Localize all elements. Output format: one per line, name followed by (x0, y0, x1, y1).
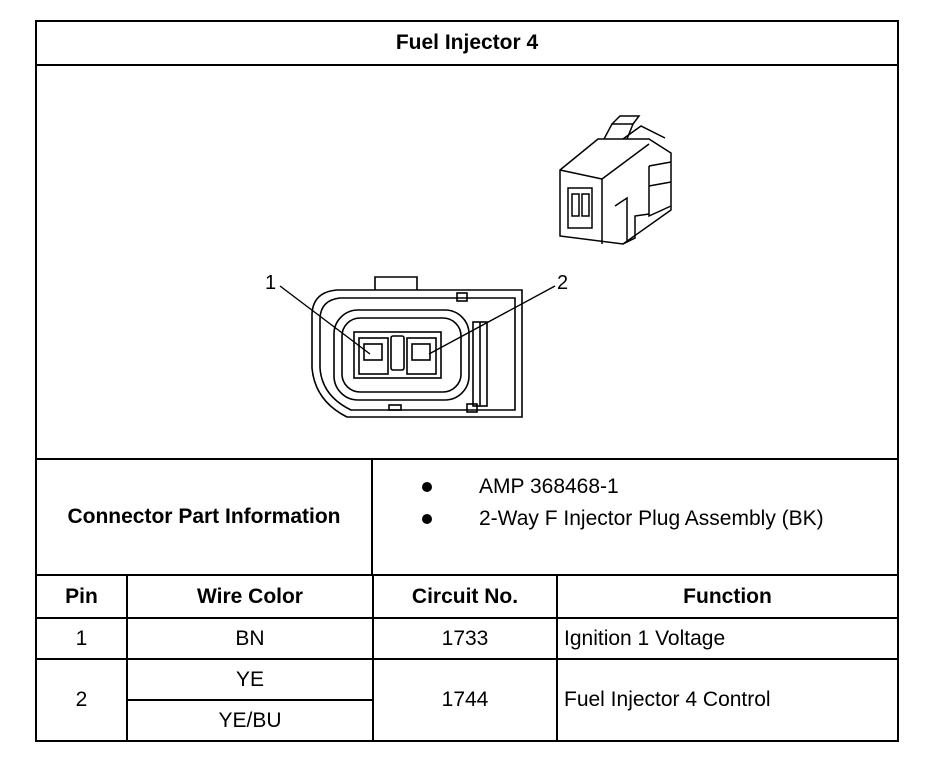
header-pin: Pin (37, 576, 128, 619)
table-row: 2 YE 1744 Fuel Injector 4 Control (37, 658, 897, 742)
cell-wire-color: YE/BU (127, 699, 373, 741)
connector-info-text: 2-Way F Injector Plug Assembly (BK) (479, 507, 824, 530)
cell-pin: 2 (37, 658, 128, 742)
connector-sheet: Fuel Injector 4 (35, 20, 899, 742)
cell-circuit: 1744 (372, 658, 558, 742)
connector-info-label: Connector Part Information (37, 460, 373, 576)
callout-label-1: 1 (265, 272, 276, 294)
cell-wire-color: YE (126, 658, 374, 701)
callout-label-2: 2 (557, 272, 568, 294)
table-row: YE/BU (37, 699, 897, 741)
callout-leaders (279, 285, 556, 355)
bullet-icon (422, 482, 432, 492)
cell-pin: 1 (37, 617, 128, 660)
header-function: Function (556, 576, 897, 619)
connector-info-item: 2-Way F Injector Plug Assembly (BK) (422, 504, 824, 534)
page-title: Fuel Injector 4 (37, 22, 897, 66)
callout-leader-1 (279, 285, 371, 355)
cell-function: Ignition 1 Voltage (556, 617, 897, 660)
pinout-table: Pin Wire Color Circuit No. Function 1 BN… (37, 576, 897, 742)
cell-function: Fuel Injector 4 Control (556, 658, 897, 742)
table-header-row: Pin Wire Color Circuit No. Function (37, 576, 897, 619)
connector-face-view (311, 276, 523, 418)
connector-info-list: AMP 368468-1 2-Way F Injector Plug Assem… (373, 460, 897, 576)
header-circuit-no: Circuit No. (372, 576, 558, 619)
header-wire-color: Wire Color (126, 576, 374, 619)
bullet-icon (422, 514, 432, 524)
connector-info-text: AMP 368468-1 (479, 475, 619, 498)
cell-wire-color: BN (126, 617, 374, 660)
table-row: 1 BN 1733 Ignition 1 Voltage (37, 617, 897, 660)
connector-illustration: 1 2 (265, 115, 672, 418)
connector-iso-view (559, 115, 672, 245)
connector-diagram: 1 2 (37, 66, 897, 460)
cell-circuit: 1733 (372, 617, 558, 660)
callout-leader-2 (428, 285, 556, 355)
connector-info-item: AMP 368468-1 (422, 472, 619, 502)
